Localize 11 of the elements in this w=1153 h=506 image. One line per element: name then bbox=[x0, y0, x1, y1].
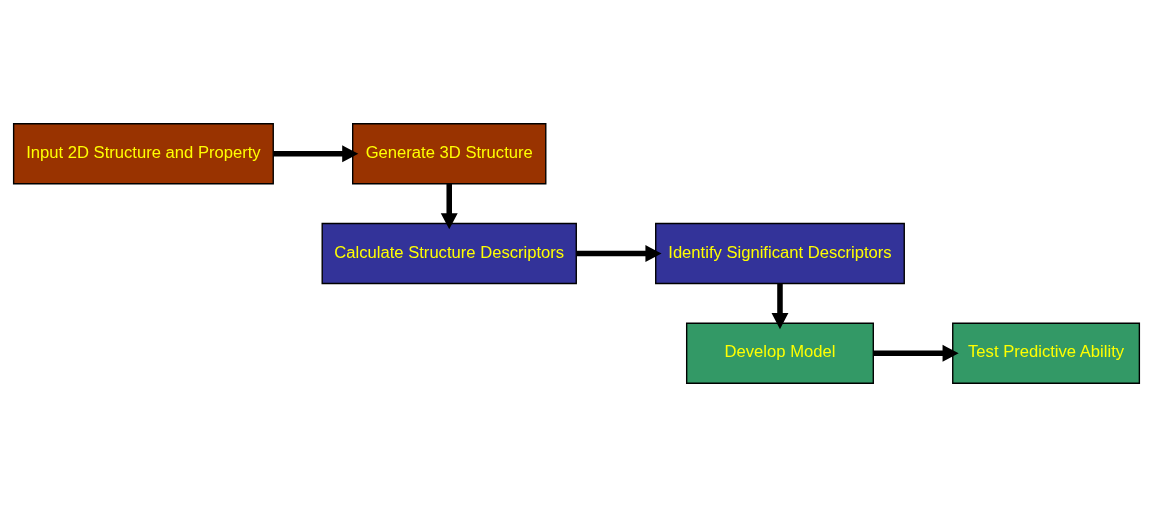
node-box: Input 2D Structure and Property bbox=[12, 122, 274, 184]
arrow bbox=[873, 344, 959, 362]
arrow bbox=[771, 283, 789, 329]
arrow bbox=[440, 183, 458, 229]
node-box: Develop Model bbox=[685, 322, 874, 384]
node-box: Generate 3D Structure bbox=[352, 122, 547, 184]
arrow bbox=[273, 144, 359, 162]
node-box: Identify Significant Descriptors bbox=[655, 222, 905, 284]
arrow bbox=[576, 244, 662, 262]
node-box: Calculate Structure Descriptors bbox=[321, 222, 577, 284]
node-box: Test Predictive Ability bbox=[952, 322, 1141, 384]
